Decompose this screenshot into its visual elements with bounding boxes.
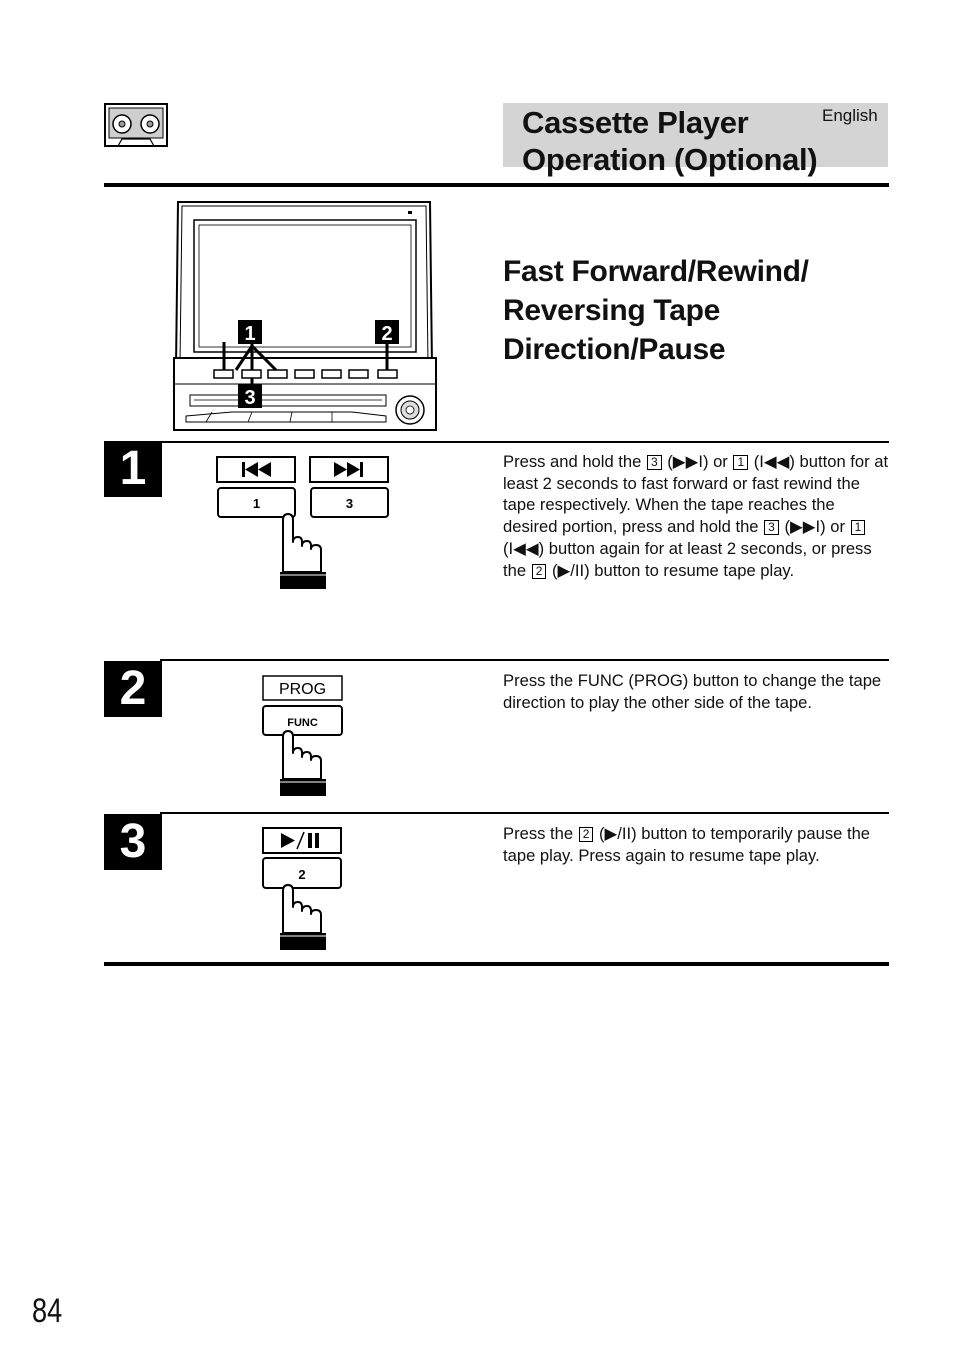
prog-label: PROG	[279, 681, 326, 698]
preset-1-label: 1	[253, 496, 260, 511]
func-button	[262, 705, 343, 736]
rewind-icon	[242, 462, 271, 477]
prog-label-box	[262, 675, 343, 701]
step-2-illustration: PROG FUNC	[262, 675, 343, 796]
callout-3: 3	[244, 387, 255, 409]
header-band	[503, 103, 888, 167]
step-1-badge: 1	[104, 441, 162, 497]
key-3-box: 3	[764, 520, 779, 536]
key-2-box: 2	[578, 827, 594, 842]
step-3-text-part: Press the	[503, 824, 578, 843]
callout-2: 2	[381, 323, 392, 345]
head-unit-illustration: 1 2 3	[173, 201, 437, 431]
step-2-rule	[160, 659, 889, 661]
page-title-line-2: Operation (Optional)	[522, 142, 818, 177]
callout-1: 1	[244, 323, 255, 345]
step-1-text-part: (I◀◀) button again for at least 2 second…	[503, 538, 872, 580]
func-button-label: FUNC	[287, 717, 318, 729]
footer-rule	[104, 962, 889, 966]
step-1-text-part: (▶▶I) or	[779, 517, 850, 537]
preset-2-button	[262, 857, 342, 889]
play-pause-button-panel	[262, 827, 342, 854]
fast-forward-button-panel	[309, 456, 389, 483]
step-3-badge: 3	[104, 814, 162, 870]
section-title-line-1: Fast Forward/Rewind/	[503, 255, 809, 288]
step-1-rule	[160, 441, 889, 443]
page-title: Cassette Player Operation (Optional)	[522, 104, 818, 178]
key-1-box: 1	[733, 455, 749, 470]
play-pause-icon	[281, 831, 319, 850]
key-3-box: 3	[646, 455, 662, 470]
header-rule	[104, 183, 889, 187]
pressing-finger-icon	[280, 884, 326, 950]
key-2-box: 2	[531, 563, 547, 579]
preset-3-label: 3	[346, 496, 353, 511]
cassette-icon	[104, 103, 168, 147]
pressing-finger-icon	[280, 513, 326, 589]
step-3-text: Press the 2 (▶/II) button to temporarily…	[503, 823, 889, 866]
step-2-badge: 2	[104, 661, 162, 717]
fast-forward-icon	[334, 462, 363, 477]
preset-2-label: 2	[298, 867, 305, 882]
section-title-line-3: Direction/Pause	[503, 333, 726, 366]
page-title-line-1: Cassette Player	[522, 105, 749, 140]
step-1-text-part: (I◀◀) button for at least 2 seconds to f…	[503, 452, 889, 537]
language-label: English	[822, 106, 878, 125]
step-1-text-part: (▶▶I) or	[662, 452, 733, 471]
section-title: Fast Forward/Rewind/ Reversing Tape Dire…	[503, 252, 809, 369]
step-1-text: Press and hold the 3 (▶▶I) or 1 (I◀◀) bu…	[503, 451, 889, 581]
preset-1-button	[217, 487, 296, 518]
step-1-illustration: 1 3	[216, 456, 389, 589]
section-title-line-2: Reversing Tape	[503, 294, 720, 327]
step-3-rule	[160, 812, 889, 814]
step-3-text-part: (▶/II) button to temporarily pause the t…	[503, 824, 871, 865]
key-1-box: 1	[850, 520, 866, 536]
step-2-text: Press the FUNC (PROG) button to change t…	[503, 671, 882, 712]
pressing-finger-icon	[280, 730, 326, 796]
step-1-text-part: Press and hold the	[503, 452, 646, 471]
step-3-illustration: 2	[262, 827, 342, 950]
page-number: 84	[32, 1292, 63, 1330]
step-1-text-part: (▶/II) button to resume tape play.	[547, 560, 795, 580]
preset-3-button	[310, 487, 389, 518]
